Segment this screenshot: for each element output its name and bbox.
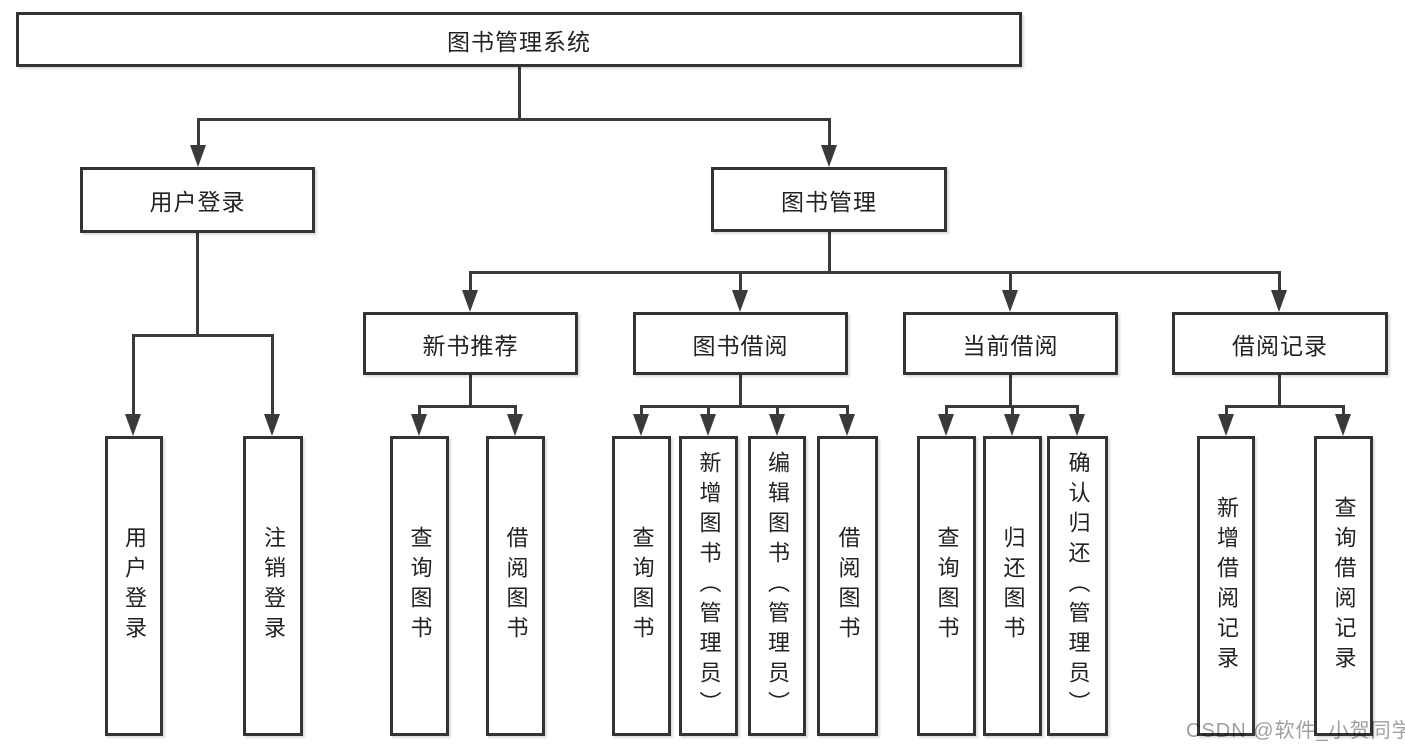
connector-line xyxy=(469,271,472,295)
leaf-user-login: 用户登录 xyxy=(105,436,163,736)
connector-line xyxy=(418,405,517,408)
arrow-down-icon xyxy=(1002,290,1018,312)
leaf-add-books-admin: 新增图书（管理员） xyxy=(679,436,738,736)
leaf-edit-books-admin: 编辑图书（管理员） xyxy=(748,436,806,736)
leaf-label: 借阅图书 xyxy=(503,526,529,646)
connector-line xyxy=(469,271,1281,274)
leaf-borrow-books-1: 借阅图书 xyxy=(486,436,545,736)
node-book-borrow: 图书借阅 xyxy=(633,312,848,375)
node-root-system: 图书管理系统 xyxy=(16,12,1022,67)
leaf-logout: 注销登录 xyxy=(243,436,303,736)
arrow-down-icon xyxy=(839,414,855,436)
leaf-confirm-return-admin: 确认归还（管理员） xyxy=(1047,436,1108,736)
arrow-down-icon xyxy=(1335,414,1351,436)
connector-line xyxy=(1009,271,1012,295)
leaf-add-borrow-record: 新增借阅记录 xyxy=(1197,436,1255,736)
connector-line xyxy=(1009,375,1012,407)
connector-line xyxy=(132,334,273,337)
leaf-query-books-3: 查询图书 xyxy=(917,436,976,736)
connector-line xyxy=(196,233,199,336)
connector-line xyxy=(1342,405,1345,419)
connector-line xyxy=(1011,405,1014,419)
leaf-label: 编辑图书（管理员） xyxy=(765,451,790,721)
connector-line xyxy=(707,405,710,419)
connector-line xyxy=(846,405,849,419)
connector-line xyxy=(1076,405,1079,419)
leaf-label: 借阅图书 xyxy=(835,526,861,646)
connector-line xyxy=(640,405,848,408)
leaf-borrow-books-2: 借阅图书 xyxy=(817,436,878,736)
connector-line xyxy=(828,118,831,150)
connector-line xyxy=(132,334,135,419)
connector-line xyxy=(1278,271,1281,295)
connector-line xyxy=(828,232,831,274)
connector-line xyxy=(739,375,742,407)
node-borrow-records: 借阅记录 xyxy=(1172,312,1388,375)
arrow-down-icon xyxy=(821,145,837,167)
arrow-down-icon xyxy=(507,414,523,436)
node-new-book-recommend: 新书推荐 xyxy=(363,312,578,375)
leaf-query-books-1: 查询图书 xyxy=(390,436,449,736)
leaf-return-books: 归还图书 xyxy=(983,436,1042,736)
leaf-label: 用户登录 xyxy=(122,526,147,646)
leaf-label: 注销登录 xyxy=(261,526,286,646)
csdn-watermark: CSDN @软件_小贺同学 xyxy=(1186,720,1405,742)
arrow-down-icon xyxy=(411,414,427,436)
connector-line xyxy=(1278,375,1281,407)
connector-line xyxy=(518,67,521,120)
leaf-label: 归还图书 xyxy=(1000,526,1026,646)
leaf-query-books-2: 查询图书 xyxy=(612,436,671,736)
connector-line xyxy=(418,405,421,419)
connector-line xyxy=(776,405,779,419)
arrow-down-icon xyxy=(125,414,141,436)
leaf-label: 新增图书（管理员） xyxy=(696,451,722,721)
connector-line xyxy=(514,405,517,419)
arrow-down-icon xyxy=(462,290,478,312)
connector-line xyxy=(197,118,831,121)
arrow-down-icon xyxy=(633,414,649,436)
node-current-borrow: 当前借阅 xyxy=(903,312,1118,375)
leaf-label: 新增借阅记录 xyxy=(1214,496,1239,676)
connector-line xyxy=(945,405,948,419)
leaf-label: 查询图书 xyxy=(407,526,433,646)
node-user-login: 用户登录 xyxy=(80,167,315,233)
arrow-down-icon xyxy=(190,145,206,167)
leaf-label: 查询借阅记录 xyxy=(1331,496,1357,676)
connector-line xyxy=(1225,405,1344,408)
arrow-down-icon xyxy=(1271,290,1287,312)
connector-line xyxy=(469,375,472,407)
leaf-query-borrow-record: 查询借阅记录 xyxy=(1314,436,1373,736)
arrow-down-icon xyxy=(938,414,954,436)
arrow-down-icon xyxy=(700,414,716,436)
leaf-label: 查询图书 xyxy=(629,526,655,646)
connector-line xyxy=(271,334,274,419)
arrow-down-icon xyxy=(1004,414,1020,436)
arrow-down-icon xyxy=(264,414,280,436)
node-book-management: 图书管理 xyxy=(711,167,947,232)
connector-line xyxy=(640,405,643,419)
leaf-label: 查询图书 xyxy=(934,526,960,646)
connector-line xyxy=(197,118,200,150)
arrow-down-icon xyxy=(769,414,785,436)
leaf-label: 确认归还（管理员） xyxy=(1065,451,1091,721)
arrow-down-icon xyxy=(1069,414,1085,436)
arrow-down-icon xyxy=(1218,414,1234,436)
connector-line xyxy=(1225,405,1228,419)
connector-line xyxy=(739,271,742,295)
arrow-down-icon xyxy=(732,290,748,312)
